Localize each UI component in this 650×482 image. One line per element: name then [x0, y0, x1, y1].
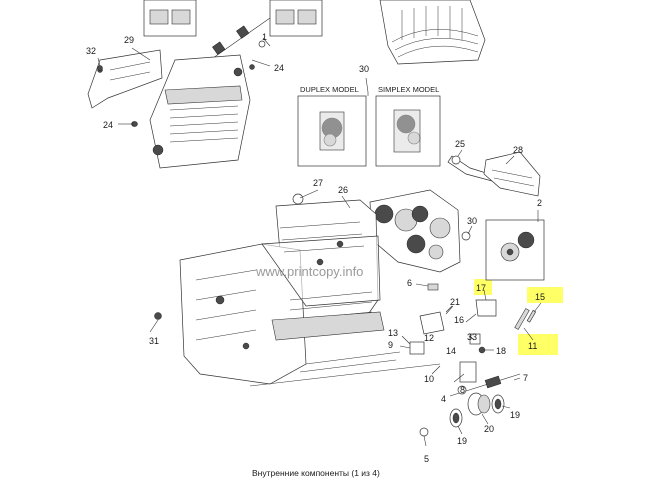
callout-33: 33 — [467, 332, 477, 342]
callout-18: 18 — [496, 346, 506, 356]
callout-30a: 30 — [359, 64, 369, 74]
callout-21: 21 — [450, 297, 460, 307]
callout-19b: 19 — [457, 436, 467, 446]
callout-26: 26 — [338, 185, 348, 195]
callout-12: 12 — [424, 333, 434, 343]
callout-6: 6 — [407, 278, 412, 288]
callout-32: 32 — [86, 46, 96, 56]
highlight-11 — [518, 334, 558, 355]
callout-5: 5 — [424, 454, 429, 464]
callout-24a: 24 — [274, 63, 284, 73]
callout-4: 4 — [441, 394, 446, 404]
simplex-model-label: SIMPLEX MODEL — [378, 85, 439, 94]
callout-17: 17 — [476, 283, 486, 293]
callout-13: 13 — [388, 328, 398, 338]
callout-30b: 30 — [467, 216, 477, 226]
callout-1: 1 — [262, 32, 267, 42]
callout-25: 25 — [455, 139, 465, 149]
callout-11: 11 — [528, 341, 537, 351]
highlight-15 — [527, 287, 563, 303]
main-frame — [179, 199, 441, 387]
callout-numbers: 1 29 32 24 24 30 25 28 27 26 2 30 6 17 1… — [86, 32, 545, 464]
callout-20: 20 — [484, 424, 494, 434]
highlight-17 — [474, 279, 492, 295]
rollers — [449, 392, 505, 428]
watermark: www.printcopy.info — [255, 264, 363, 279]
callout-10: 10 — [424, 374, 434, 384]
duplex-guide — [379, 0, 486, 65]
callout-14: 14 — [446, 346, 456, 356]
callout-28: 28 — [513, 145, 523, 155]
top-pickup-brackets — [143, 0, 323, 37]
callout-16: 16 — [454, 315, 464, 325]
callout-8: 8 — [460, 385, 465, 395]
gear-box-2 — [485, 219, 545, 281]
callout-29: 29 — [124, 35, 134, 45]
callout-15: 15 — [535, 292, 545, 302]
duplex-model-label: DUPLEX MODEL — [300, 85, 359, 94]
callout-27: 27 — [313, 178, 323, 188]
screws — [97, 65, 429, 437]
left-bracket-29 — [87, 49, 163, 109]
simplex-model-box — [375, 95, 441, 167]
callout-19a: 19 — [510, 410, 520, 420]
leader-lines — [97, 37, 542, 447]
callout-7: 7 — [523, 373, 528, 383]
fuser-assembly — [131, 54, 255, 169]
callout-31: 31 — [149, 336, 159, 346]
callout-9: 9 — [388, 340, 393, 350]
duplex-model-box — [297, 95, 367, 167]
small-parts — [292, 193, 537, 383]
gear-plate — [369, 189, 461, 273]
callout-2: 2 — [537, 198, 542, 208]
shaft-part-1 — [195, 17, 271, 71]
callout-24b: 24 — [103, 120, 113, 130]
bracket-28 — [483, 151, 541, 197]
diagram-caption: Внутренние компоненты (1 из 4) — [252, 468, 380, 478]
highlight-marks — [474, 279, 563, 355]
roller-shaft-7 — [449, 373, 521, 397]
